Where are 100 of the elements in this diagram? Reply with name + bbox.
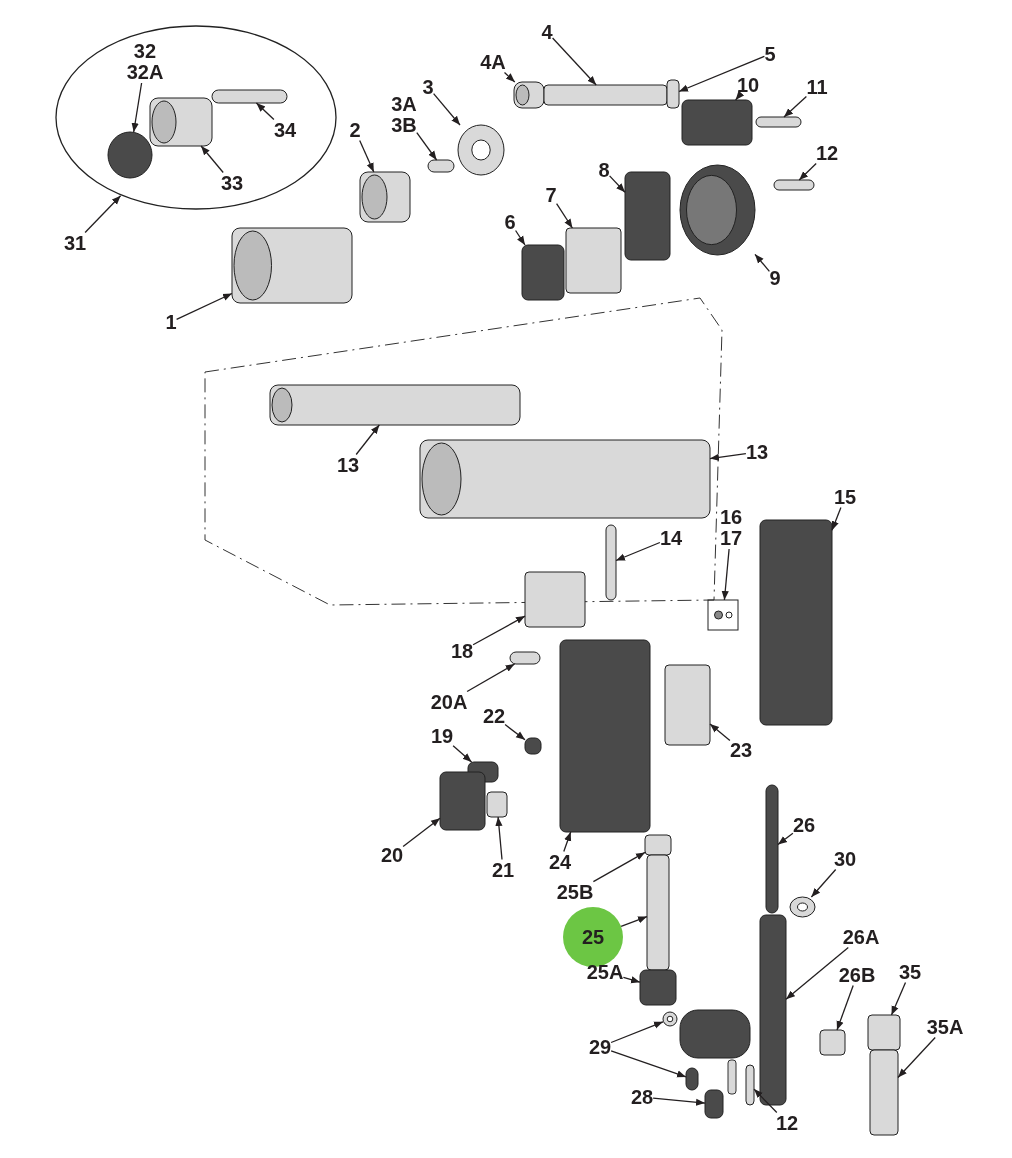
callout-number: 29 bbox=[588, 1036, 612, 1058]
clip-drawing bbox=[790, 897, 815, 917]
leader-line bbox=[200, 145, 224, 174]
leader-line bbox=[890, 981, 907, 1016]
plate-drawing bbox=[625, 172, 670, 260]
handle-drawing bbox=[560, 640, 650, 832]
tube-drawing bbox=[647, 855, 669, 970]
leader-line bbox=[514, 229, 526, 246]
callout-number: 32A bbox=[126, 62, 164, 83]
callout-number: 20A bbox=[430, 691, 468, 713]
module-drawing bbox=[270, 385, 520, 425]
leader-line bbox=[355, 424, 380, 456]
valve-drawing bbox=[686, 1068, 698, 1090]
callout-number: 35A bbox=[926, 1016, 964, 1038]
leader-line bbox=[753, 1088, 778, 1114]
ring-drawing bbox=[667, 80, 679, 108]
callout-number: 11 bbox=[806, 76, 828, 98]
callout-number: 4A bbox=[480, 51, 506, 73]
leader-line bbox=[709, 723, 731, 742]
valve-drawing bbox=[705, 1090, 723, 1118]
leader-line bbox=[452, 745, 473, 763]
leader-line bbox=[175, 292, 233, 321]
callout-number: 1 bbox=[165, 311, 177, 333]
callout-number: 30 bbox=[833, 848, 857, 870]
washer-drawing bbox=[663, 1012, 677, 1026]
callout-number: 25B bbox=[556, 881, 594, 903]
callout-number: 16 bbox=[719, 507, 743, 528]
callout-number: 23 bbox=[729, 739, 753, 761]
leader-line bbox=[615, 541, 661, 562]
leader-line bbox=[783, 95, 808, 118]
leader-line bbox=[255, 102, 275, 121]
leader-line bbox=[678, 55, 766, 93]
leader-line bbox=[84, 195, 122, 234]
cable-drawing bbox=[766, 785, 778, 913]
block-drawing bbox=[525, 572, 585, 627]
leader-line bbox=[652, 1097, 706, 1106]
leader-line bbox=[551, 37, 597, 86]
tube-end-drawing bbox=[645, 835, 671, 855]
housing-drawing bbox=[680, 165, 755, 255]
leader-line bbox=[563, 831, 572, 853]
pin-drawing bbox=[510, 652, 540, 664]
leader-line bbox=[785, 946, 849, 1000]
leader-line bbox=[432, 92, 461, 126]
callout-number: 28 bbox=[630, 1086, 654, 1108]
leader-line bbox=[504, 723, 526, 741]
leader-line bbox=[555, 202, 574, 229]
callout-number: 13 bbox=[745, 441, 769, 463]
disc-drawing bbox=[566, 228, 621, 293]
callout-number: 26 bbox=[792, 814, 816, 836]
cable-drawing bbox=[606, 525, 616, 600]
callout-number: 22 bbox=[482, 705, 506, 727]
connector-drawing bbox=[760, 915, 786, 1105]
collar-drawing bbox=[514, 82, 544, 108]
callout-number: 31 bbox=[63, 232, 87, 254]
callout-number: 19 bbox=[430, 725, 454, 747]
bracket-drawing bbox=[522, 245, 564, 300]
cone-drawing bbox=[360, 172, 410, 222]
callout-number: 2 bbox=[349, 119, 361, 141]
callout-number: 7 bbox=[545, 184, 557, 206]
leader-line bbox=[466, 663, 516, 693]
screw-drawing bbox=[746, 1065, 754, 1105]
pin-drawing bbox=[212, 90, 287, 103]
callout-number: 34 bbox=[273, 119, 297, 141]
leader-line bbox=[416, 131, 438, 161]
leader-line bbox=[721, 548, 730, 601]
leader-line bbox=[831, 506, 842, 531]
leader-line bbox=[495, 816, 503, 861]
callout-number: 13 bbox=[336, 454, 360, 476]
callout-number: 26B bbox=[838, 964, 876, 986]
callout-number: 9 bbox=[769, 267, 781, 289]
fitting-drawing bbox=[870, 1050, 898, 1135]
screw-nut-drawing bbox=[708, 600, 738, 630]
callout-number: 21 bbox=[491, 859, 515, 881]
callout-number: 3A bbox=[391, 94, 417, 115]
leader-line bbox=[754, 253, 771, 273]
callout-number: 15 bbox=[833, 486, 857, 508]
callout-number: 8 bbox=[598, 159, 610, 181]
callout-number: 3 bbox=[422, 76, 434, 98]
leader-line bbox=[131, 82, 143, 133]
nozzle-body-drawing bbox=[150, 98, 212, 146]
leader-line bbox=[734, 90, 745, 101]
cover-drawing bbox=[760, 520, 832, 725]
lever-drawing bbox=[665, 665, 710, 745]
leader-line bbox=[810, 868, 837, 898]
callout-number: 18 bbox=[450, 640, 474, 662]
leader-line bbox=[610, 1050, 687, 1078]
leader-line bbox=[798, 162, 817, 181]
pin-drawing bbox=[756, 117, 801, 127]
callout-number: 17 bbox=[719, 528, 743, 549]
disc-drawing bbox=[108, 132, 152, 178]
flange-drawing bbox=[458, 125, 504, 175]
callout-number: 4 bbox=[541, 21, 553, 43]
callout-number: 12 bbox=[815, 142, 839, 164]
tube-drawing bbox=[544, 85, 667, 105]
leader-line bbox=[836, 984, 854, 1031]
screw-drawing bbox=[774, 180, 814, 190]
callout-number: 32 bbox=[132, 41, 158, 62]
leader-line bbox=[622, 976, 641, 984]
leader-line bbox=[592, 851, 646, 883]
leader-line bbox=[709, 452, 747, 461]
